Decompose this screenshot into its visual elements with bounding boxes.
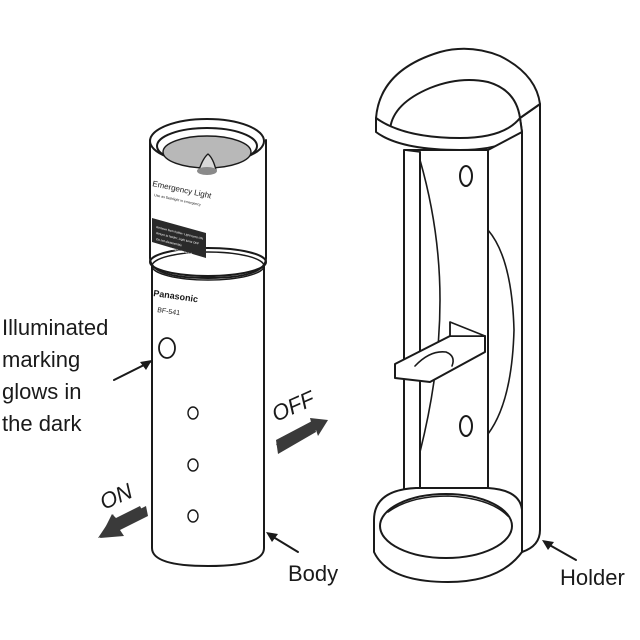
illuminated-callout-line3: glows in: [2, 379, 82, 404]
pointer-body: [266, 532, 299, 553]
on-label: ON: [96, 478, 136, 514]
flashlight-body: [149, 118, 267, 567]
illuminated-callout-line1: Illuminated: [2, 315, 109, 340]
holder-top-cap: [375, 47, 541, 131]
body-label: Body: [288, 561, 339, 586]
illuminated-callout-line4: the dark: [2, 411, 82, 436]
body-hole: [187, 509, 199, 523]
body-hole: [187, 458, 199, 472]
illuminated-marking: [158, 337, 176, 359]
spec-label-panel: [152, 218, 206, 258]
pointer-illuminated: [113, 360, 152, 381]
flashlight-cylinder: [151, 261, 265, 567]
off-arrow: [276, 418, 328, 454]
light-print-line: Do not disassemble: [156, 237, 183, 247]
holder: [373, 47, 541, 583]
on-arrow: [98, 506, 148, 538]
light-print-model: BF-541: [157, 307, 181, 317]
holder-screw-hole: [459, 165, 473, 187]
holder-screw-hole: [459, 415, 473, 437]
body-hole: [187, 406, 199, 420]
illuminated-callout-line2: marking: [2, 347, 81, 372]
pointer-holder: [542, 540, 577, 561]
holder-label: Holder: [560, 565, 625, 590]
